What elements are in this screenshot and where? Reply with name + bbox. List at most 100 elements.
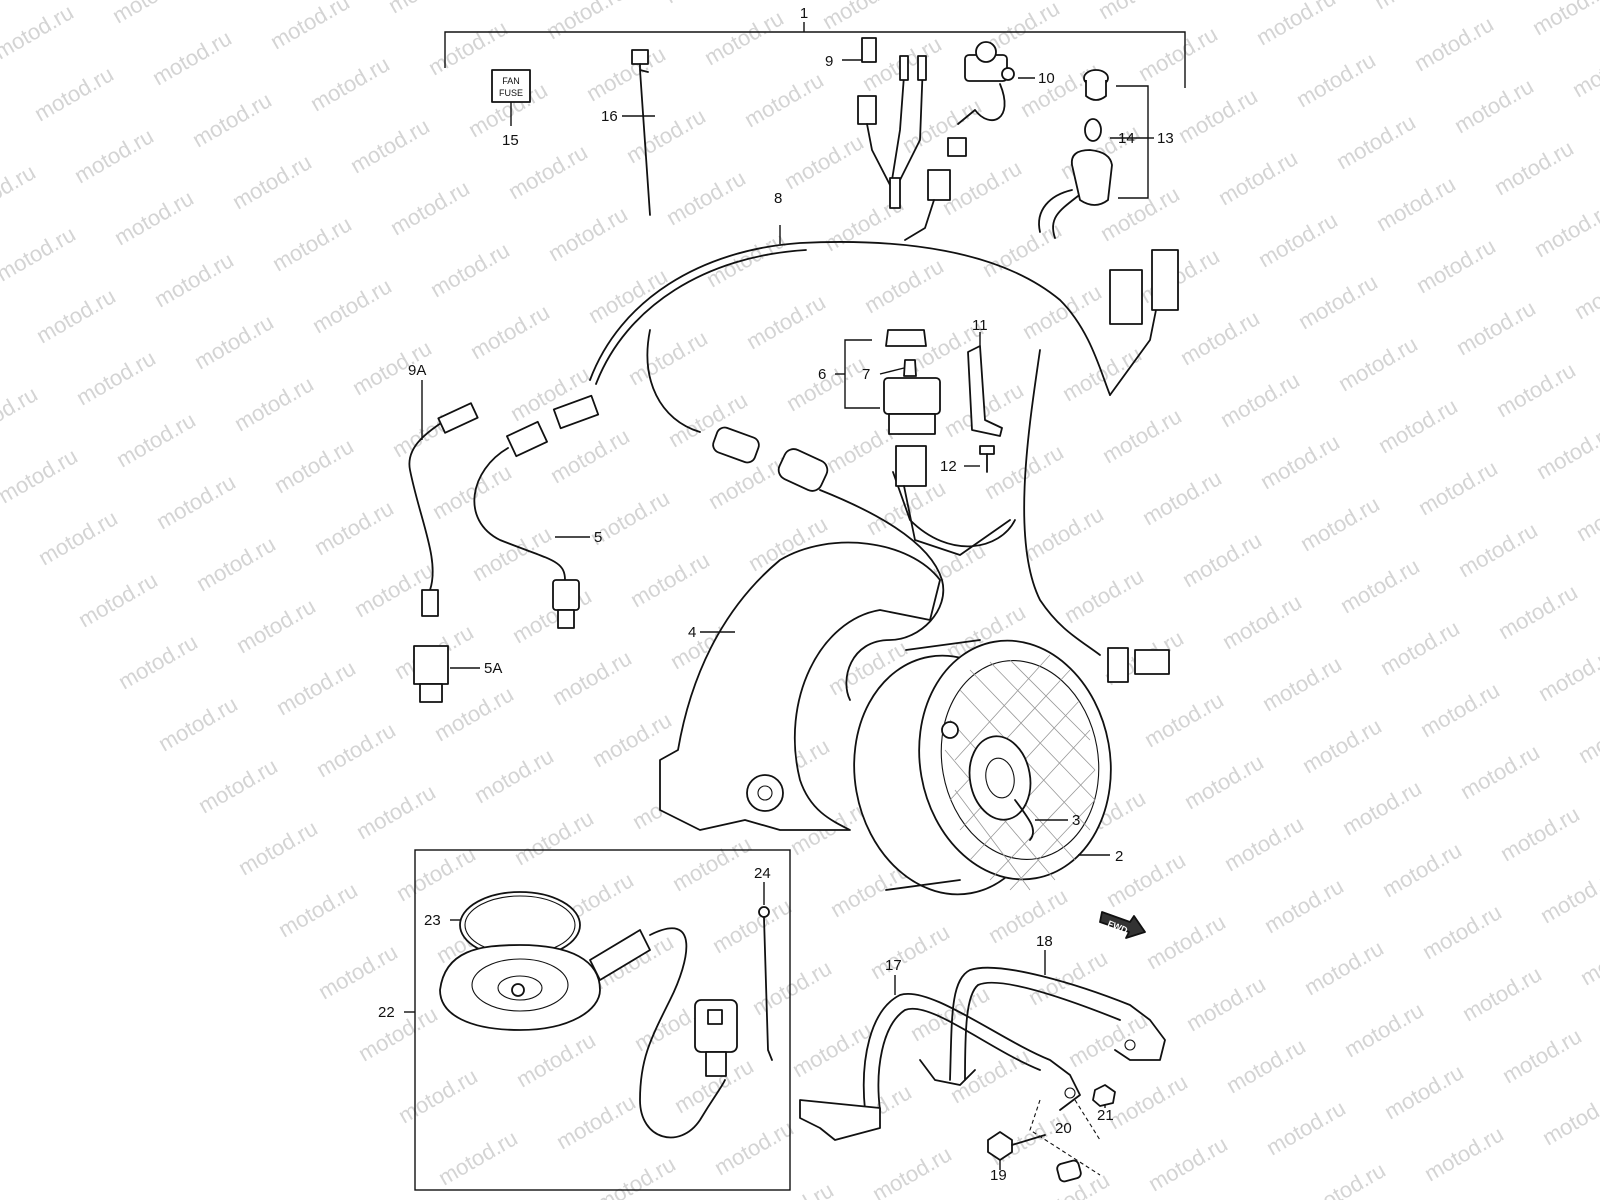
main-harness-part (589, 225, 1179, 656)
watermark-text: motod.ru (1020, 501, 1108, 566)
callout-21: 21 (1097, 1107, 1114, 1124)
watermark-text: motod.ru (1572, 481, 1600, 546)
watermark-text: motod.ru (1490, 135, 1578, 200)
callout-8: 8 (774, 190, 782, 207)
watermark-text: motod.ru (188, 87, 276, 152)
watermark-text: motod.ru (1458, 961, 1546, 1026)
watermark-text: motod.ru (0, 319, 2, 384)
watermark-text: motod.ru (152, 469, 240, 534)
watermark-text: motod.ru (72, 345, 160, 410)
watermark-text: motod.ru (1140, 687, 1228, 752)
watermark-text: motod.ru (906, 981, 994, 1046)
watermark-text: motod.ru (1298, 713, 1386, 778)
watermark-text: motod.ru (1104, 1069, 1192, 1134)
watermark-text: motod.ru (510, 805, 598, 870)
watermark-text: motod.ru (312, 717, 400, 782)
watermark-text: motod.ru (1538, 1085, 1600, 1150)
watermark-text: motod.ru (710, 1115, 798, 1180)
watermark-text: motod.ru (1174, 83, 1262, 148)
watermark-text: motod.ru (1370, 0, 1458, 14)
watermark-text: motod.ru (1216, 367, 1304, 432)
watermark-text: motod.ru (782, 351, 870, 416)
callout-6: 6 (818, 366, 826, 383)
watermark-text: motod.ru (428, 459, 516, 524)
watermark-text: motod.ru (466, 299, 554, 364)
watermark-text: motod.ru (938, 155, 1026, 220)
callout-10: 10 (1038, 70, 1055, 87)
watermark-text: motod.ru (1258, 651, 1346, 716)
watermark-text: motod.ru (1294, 269, 1382, 334)
watermark-text: motod.ru (740, 67, 828, 132)
watermark-text: motod.ru (1412, 233, 1500, 298)
watermark-text: motod.ru (190, 309, 278, 374)
watermark-text: motod.ru (112, 407, 200, 472)
watermark-text: motod.ru (346, 113, 434, 178)
watermark-text: motod.ru (546, 423, 634, 488)
watermark-text: motod.ru (1414, 455, 1502, 520)
watermark-text: motod.ru (1372, 171, 1460, 236)
mounting-bracket-part (799, 950, 1166, 1183)
watermark-text: motod.ru (662, 165, 750, 230)
watermark-text: motod.ru (0, 443, 82, 508)
watermark-text: motod.ru (508, 583, 596, 648)
fan-shroud-part (659, 541, 941, 831)
watermark-text: motod.ru (544, 201, 632, 266)
watermark-text: motod.ru (1536, 863, 1600, 928)
watermark-text: motod.ru (542, 0, 630, 44)
watermark-text: motod.ru (266, 0, 354, 54)
watermark-text: motod.ru (1302, 1157, 1390, 1200)
watermark-text: motod.ru (504, 139, 592, 204)
watermark-text: motod.ru (946, 1043, 1034, 1108)
watermark-text: motod.ru (1180, 749, 1268, 814)
harness-connectors (552, 394, 1170, 701)
watermark-text: motod.ru (274, 877, 362, 942)
watermark-text: motod.ru (1218, 589, 1306, 654)
watermark-text: motod.ru (1214, 145, 1302, 210)
watermark-text: motod.ru (1260, 873, 1348, 938)
watermark-text: motod.ru (1176, 305, 1264, 370)
callout-11: 11 (972, 317, 988, 334)
relay-part (835, 329, 1011, 556)
callout-15: 15 (502, 132, 519, 149)
fuse-label-bottom: FUSE (499, 88, 523, 98)
watermark-text: motod.ru (0, 0, 38, 2)
watermark-text: motod.ru (866, 919, 954, 984)
watermark-text: motod.ru (1292, 47, 1380, 112)
watermark-text: motod.ru (1142, 909, 1230, 974)
watermark-text: motod.ru (310, 495, 398, 560)
watermark-text: motod.ru (1452, 295, 1540, 360)
watermark-text: motod.ru (788, 1017, 876, 1082)
watermark-text: motod.ru (0, 221, 80, 286)
watermark-text: motod.ru (110, 185, 198, 250)
watermark-text: motod.ru (1332, 109, 1420, 174)
watermark-text: motod.ru (1098, 403, 1186, 468)
watermark-text: motod.ru (1340, 997, 1428, 1062)
watermark-text: motod.ru (430, 681, 518, 746)
callout-9a: 9A (408, 362, 426, 379)
watermark-text: motod.ru (1570, 259, 1600, 324)
forward-direction-arrow: FWD (1099, 911, 1146, 939)
watermark-text: motod.ru (352, 779, 440, 844)
watermark-text: motod.ru (622, 103, 710, 168)
callout-13: 13 (1157, 130, 1174, 147)
watermark-text: motod.ru (1420, 1121, 1508, 1186)
watermark-text: motod.ru (552, 1089, 640, 1154)
watermark-text: motod.ru (34, 505, 122, 570)
callout-5a: 5A (484, 660, 502, 677)
watermark-text: motod.ru (384, 0, 472, 18)
watermark-text: motod.ru (1494, 579, 1582, 644)
watermark-text: motod.ru (512, 1027, 600, 1092)
watermark-text: motod.ru (468, 521, 556, 586)
watermark-text: motod.ru (1492, 357, 1580, 422)
watermark-text: motod.ru (434, 1125, 522, 1190)
watermark-text: motod.ru (0, 159, 40, 224)
watermark-text: motod.ru (1576, 925, 1600, 990)
watermark-text: motod.ru (1380, 1059, 1468, 1124)
watermark-text: motod.ru (394, 1063, 482, 1128)
watermark-text: motod.ru (1064, 1007, 1152, 1072)
watermark-text: motod.ru (228, 149, 316, 214)
relay-bracket-part (964, 332, 1003, 473)
watermark-text: motod.ru (1134, 21, 1222, 86)
watermark-text: motod.ru (150, 247, 238, 312)
